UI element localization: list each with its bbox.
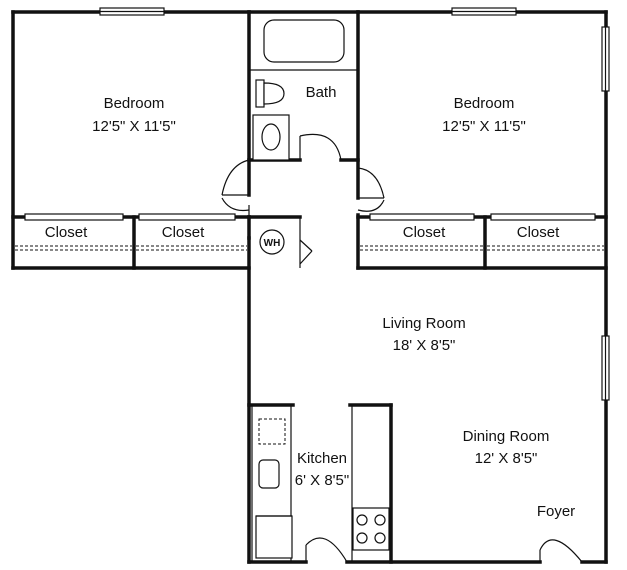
closet-doors	[15, 213, 604, 251]
refrigerator	[255, 515, 293, 559]
bath-name: Bath	[306, 84, 337, 101]
dining-room-dims: 12' X 8'5"	[475, 450, 538, 467]
bath-fixtures	[249, 19, 358, 161]
bathtub	[263, 19, 345, 63]
bedroom-left-dims: 12'5" X 11'5"	[92, 118, 176, 135]
closet-4-name: Closet	[517, 224, 560, 241]
foyer-name: Foyer	[537, 503, 575, 520]
kitchen-name: Kitchen	[297, 450, 347, 467]
dining-room-name: Dining Room	[463, 428, 550, 445]
kitchen-dims: 6' X 8'5"	[295, 472, 349, 489]
water-heater	[259, 229, 285, 255]
dishwasher	[258, 418, 286, 445]
water-heater-label: WH	[264, 238, 281, 249]
bedroom-right-name: Bedroom	[454, 95, 515, 112]
bedroom-left-name: Bedroom	[104, 95, 165, 112]
kitchen-fixtures	[251, 405, 390, 562]
closet-3-name: Closet	[403, 224, 446, 241]
bedroom-right-dims: 12'5" X 11'5"	[442, 118, 526, 135]
living-room-dims: 18' X 8'5"	[393, 337, 456, 354]
closet-1-name: Closet	[45, 224, 88, 241]
toilet-bowl	[263, 82, 285, 105]
closet-2-name: Closet	[162, 224, 205, 241]
toilet-tank	[255, 79, 265, 108]
windows	[99, 7, 610, 401]
stove	[352, 507, 390, 551]
kitchen-sink	[258, 459, 280, 489]
doors	[221, 133, 583, 563]
sink	[261, 123, 281, 151]
living-room-name: Living Room	[382, 315, 465, 332]
